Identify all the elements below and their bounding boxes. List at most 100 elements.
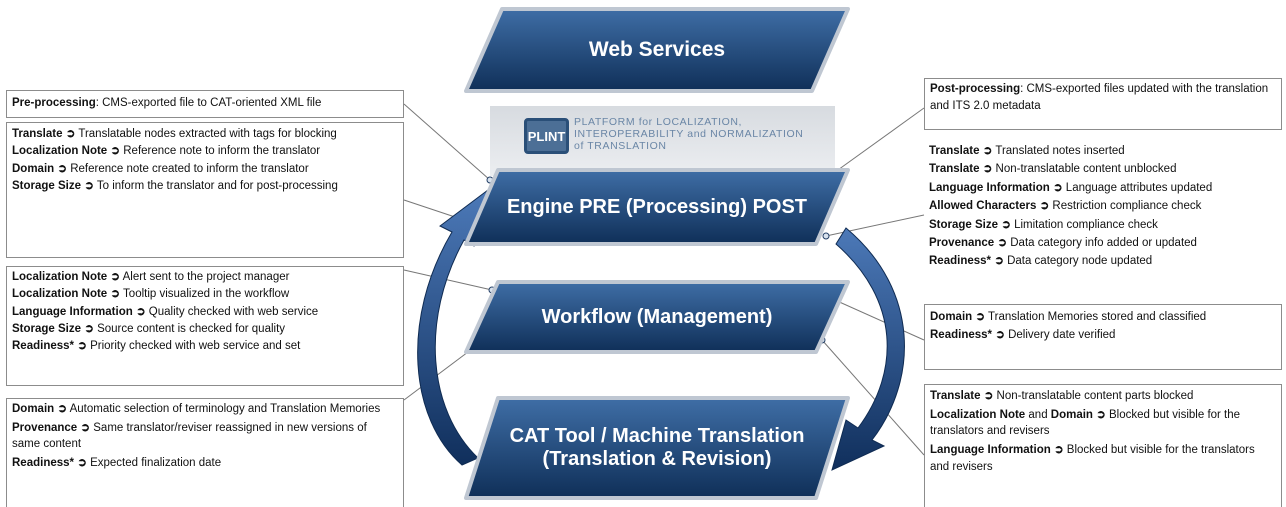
arrow-icon: ➲: [84, 179, 94, 192]
description: Restriction compliance check: [1052, 200, 1202, 213]
list-item: Provenance ➲ Data category info added or…: [929, 234, 1277, 252]
arrow-icon: ➲: [1001, 218, 1011, 231]
term: Domain: [930, 311, 973, 323]
cat-tool-label: CAT Tool / Machine Translation (Translat…: [510, 425, 805, 471]
list-item: Language Information ➲ Language attribut…: [929, 179, 1277, 197]
arrow-icon: ➲: [1039, 200, 1050, 213]
description: Blocked but visible for the translators …: [930, 444, 1255, 473]
arrow-icon: ➲: [110, 145, 121, 158]
description: Data category node updated: [1007, 255, 1153, 268]
description: Tooltip visualized in the workflow: [123, 288, 290, 301]
term: Localization Note: [12, 288, 108, 301]
plint-banner: PLINT PLATFORM for LOCALIZATION, INTEROP…: [490, 106, 835, 176]
term: Language Information: [12, 305, 133, 318]
arrow-icon: ➲: [982, 163, 993, 176]
term: Storage Size: [12, 179, 82, 192]
list-item: Translate ➲ Translatable nodes extracted…: [12, 126, 398, 143]
list-item: Translate ➲ Non-translatable content par…: [930, 388, 1276, 405]
description: Alert sent to the project manager: [122, 271, 290, 283]
pill-shape: [464, 168, 850, 246]
arrow-icon: ➲: [983, 390, 994, 402]
arrow-icon: ➲: [57, 403, 68, 415]
list-item: Allowed Characters ➲ Restriction complia…: [929, 197, 1277, 215]
connector-line: [403, 103, 491, 181]
postprocessing-line: Post-processing: CMS-exported files upda…: [930, 81, 1276, 114]
term: Pre-processing: [12, 97, 96, 109]
term: Storage Size: [929, 218, 999, 231]
arrow-icon: ➲: [1096, 408, 1106, 421]
arrow-icon: ➲: [982, 145, 993, 157]
term: Readiness*: [930, 329, 993, 342]
description: Translatable nodes extracted with tags f…: [78, 128, 337, 140]
term: Readiness*: [929, 255, 992, 268]
preprocessing-line: Pre-processing: CMS-exported file to CAT…: [12, 95, 398, 112]
list-item: Storage Size ➲ To inform the translator …: [12, 178, 398, 195]
list-item: Language Information ➲ Quality checked w…: [12, 304, 398, 321]
preprocessing-box: Pre-processing: CMS-exported file to CAT…: [6, 90, 404, 118]
cat-left-box: Domain ➲ Automatic selection of terminol…: [6, 398, 404, 507]
web-services-pill: Web Services: [462, 5, 852, 95]
list-item: Language Information ➲ Blocked but visib…: [930, 442, 1276, 475]
arrow-icon: ➲: [110, 271, 121, 283]
plint-tagline-line: INTEROPERABILITY and NORMALIZATION: [574, 128, 804, 141]
list-item: Storage Size ➲ Source content is checked…: [12, 321, 398, 338]
description: Translated notes inserted: [995, 145, 1125, 157]
list-item: Localization Note ➲ Tooltip visualized i…: [12, 286, 398, 303]
workflow-label: Workflow (Management): [541, 305, 773, 328]
term: Readiness*: [12, 457, 75, 470]
term: Domain: [12, 403, 55, 415]
arrow-icon: ➲: [65, 128, 76, 140]
arrow-icon: ➲: [994, 255, 1004, 268]
list-item: Translate ➲ Translated notes inserted: [929, 142, 1277, 160]
connector-line: [825, 295, 925, 341]
list-item: Readiness* ➲ Priority checked with web s…: [12, 338, 398, 355]
description: Reference note to inform the translator: [123, 145, 321, 158]
arrow-icon: ➲: [975, 311, 986, 323]
arrow-icon: ➲: [110, 288, 121, 301]
term: Localization Note: [12, 271, 108, 283]
arrow-icon: ➲: [135, 305, 146, 318]
description: Source content is checked for quality: [97, 322, 286, 335]
arrow-icon: ➲: [57, 162, 68, 175]
description: Translation Memories stored and classifi…: [988, 311, 1207, 323]
plint-tagline: PLATFORM for LOCALIZATION, INTEROPERABIL…: [574, 116, 803, 152]
term: Translate: [929, 163, 980, 176]
anchor-dot: [822, 232, 830, 240]
arrow-icon: ➲: [1053, 444, 1064, 457]
term: Translate: [930, 390, 981, 402]
workflow-right-box: Domain ➲ Translation Memories stored and…: [924, 304, 1282, 370]
term: Domain: [12, 162, 55, 175]
list-item: Localization Note and Domain ➲ Blocked b…: [930, 407, 1276, 440]
web-services-label: Web Services: [588, 38, 726, 61]
description: : CMS-exported file to CAT-oriented XML …: [95, 97, 322, 109]
description: Data category info added or updated: [1010, 236, 1197, 249]
list-item: Readiness* ➲ Delivery date verified: [930, 326, 1276, 344]
description: Non-translatable content unblocked: [995, 163, 1177, 176]
engine-left-box: Translate ➲ Translatable nodes extracted…: [6, 122, 404, 258]
postprocessing-box: Post-processing: CMS-exported files upda…: [924, 78, 1282, 130]
arrow-icon: ➲: [80, 422, 91, 435]
list-item: Domain ➲ Translation Memories stored and…: [930, 308, 1276, 326]
description: Same translator/reviser reassigned in ne…: [12, 422, 367, 451]
description: Non-translatable content parts blocked: [996, 390, 1194, 402]
arrow-icon: ➲: [1052, 181, 1063, 194]
engine-right-box: Translate ➲ Translated notes inserted Tr…: [924, 140, 1282, 300]
term: Language Information: [930, 444, 1051, 457]
plint-logo: PLINT: [524, 118, 569, 154]
engine-pill: Engine PRE (Processing) POST: [462, 166, 852, 248]
connector-line: [403, 269, 493, 291]
list-item: Translate ➲ Non-translatable content unb…: [929, 160, 1277, 178]
pill-shape: [464, 7, 850, 93]
plint-tagline-line: of TRANSLATION: [574, 140, 667, 153]
description: Delivery date verified: [1008, 329, 1116, 342]
cat-tool-pill: CAT Tool / Machine Translation (Translat…: [462, 394, 852, 502]
plint-tagline-line: PLATFORM for LOCALIZATION,: [574, 116, 743, 128]
term: Language Information: [929, 181, 1050, 194]
arrow-icon: ➲: [997, 236, 1008, 249]
pill-shape: [464, 280, 850, 354]
term: Domain: [1050, 408, 1093, 421]
right-curved-arrow: [831, 227, 905, 471]
description: Expected finalization date: [90, 457, 222, 470]
engine-label: Engine PRE (Processing) POST: [506, 195, 808, 218]
list-item: Domain ➲ Automatic selection of terminol…: [12, 401, 398, 417]
